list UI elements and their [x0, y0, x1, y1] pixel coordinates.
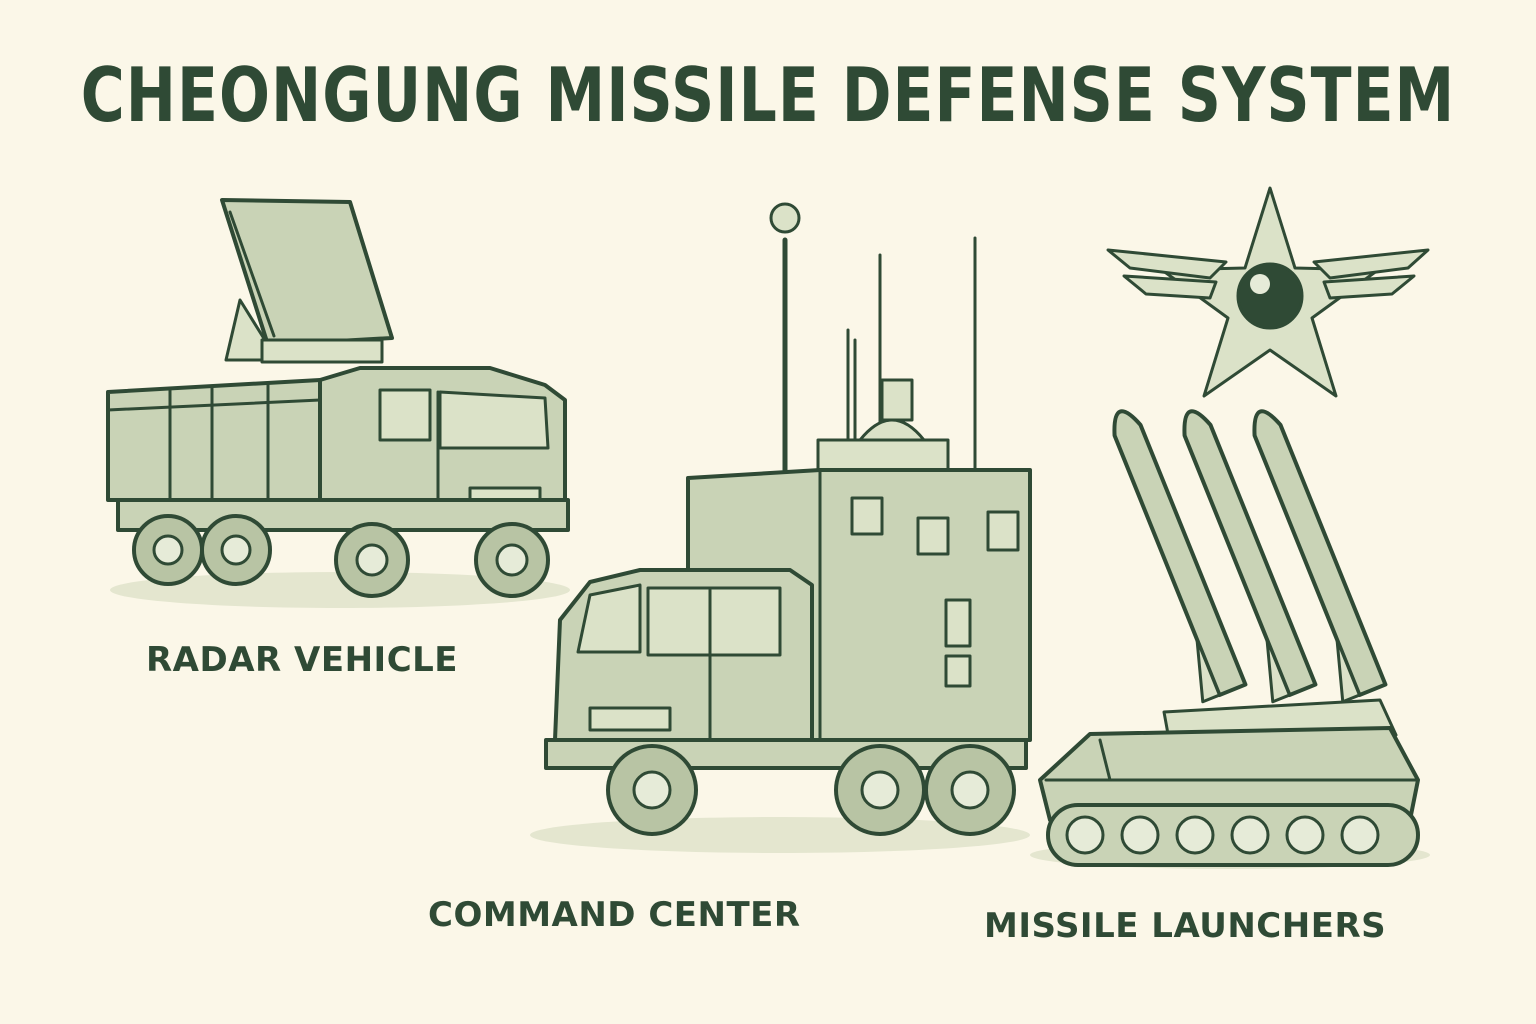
command-truck-illustration — [530, 202, 1032, 853]
winged-star-emblem-icon — [1106, 186, 1430, 398]
radar-vehicle-label: RADAR VEHICLE — [146, 640, 459, 680]
radar-truck-illustration — [106, 198, 570, 608]
missile-launcher-illustration — [1030, 409, 1430, 869]
command-center-label: COMMAND CENTER — [428, 895, 801, 935]
missile-launchers-label: MISSILE LAUNCHERS — [984, 906, 1387, 946]
page-title: CHEONGUNG MISSILE DEFENSE SYSTEM — [80, 52, 1456, 140]
